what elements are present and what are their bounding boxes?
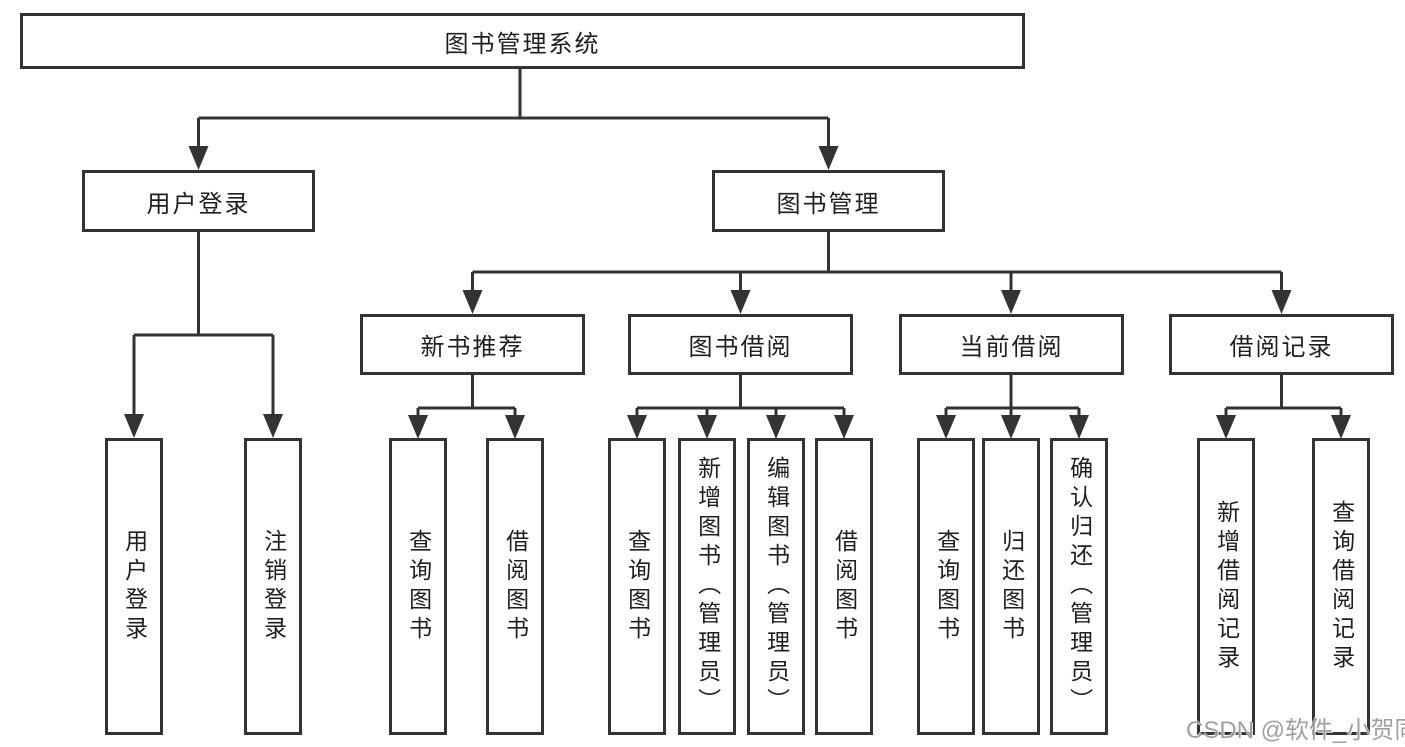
node-book-borrow-label: 图书借阅 (688, 334, 793, 361)
connector-root-to-level2 (197, 69, 830, 148)
node-current-borrow-label: 当前借阅 (959, 334, 1064, 361)
node-root: 图书管理系统 (20, 13, 1025, 69)
node-borrow-record: 借阅记录 (1169, 314, 1394, 375)
node-leaf-add-book-label: 新增图书（管理员） (694, 456, 721, 717)
connector-book-mgmt-to-level3 (471, 232, 1283, 292)
arrowheads-book-mgmt-to-level3 (462, 290, 1292, 314)
node-leaf-query-book-c-label: 查询图书 (933, 528, 960, 645)
arrowheads-new-book-rec-to-leaves (408, 415, 525, 439)
node-leaf-logout-label: 注销登录 (260, 528, 287, 645)
node-leaf-borrow-book-b: 借阅图书 (815, 438, 873, 735)
node-leaf-query-book-b-label: 查询图书 (624, 528, 651, 645)
node-leaf-query-record-label: 查询借阅记录 (1328, 499, 1355, 674)
node-leaf-borrow-book-a-label: 借阅图书 (502, 528, 529, 645)
node-leaf-confirm-return-label: 确认归还（管理员） (1066, 456, 1093, 717)
connector-borrow-record-to-leaves (1224, 375, 1343, 416)
node-book-borrow: 图书借阅 (628, 314, 853, 375)
node-leaf-query-book-a-label: 查询图书 (405, 528, 432, 645)
node-leaf-query-book-b: 查询图书 (608, 438, 666, 735)
arrowheads-borrow-record-to-leaves (1216, 415, 1351, 439)
node-leaf-query-record: 查询借阅记录 (1312, 438, 1370, 735)
node-user-login-label: 用户登录 (146, 190, 251, 218)
node-user-login: 用户登录 (82, 170, 315, 232)
node-leaf-borrow-book-a: 借阅图书 (486, 438, 544, 735)
node-leaf-logout: 注销登录 (244, 438, 302, 735)
node-current-borrow: 当前借阅 (899, 314, 1124, 375)
node-leaf-user-login: 用户登录 (105, 438, 163, 735)
node-book-mgmt: 图书管理 (712, 170, 945, 232)
node-leaf-user-login-label: 用户登录 (121, 528, 148, 645)
node-leaf-query-book-a: 查询图书 (389, 438, 447, 735)
node-leaf-add-record-label: 新增借阅记录 (1213, 499, 1240, 674)
node-leaf-add-book: 新增图书（管理员） (678, 438, 736, 735)
node-leaf-return-book-label: 归还图书 (998, 528, 1025, 645)
node-leaf-query-book-c: 查询图书 (917, 438, 975, 735)
arrowheads-current-borrow-to-leaves (936, 415, 1089, 439)
connector-new-book-rec-to-leaves (416, 375, 517, 416)
arrowheads-root-to-level2 (188, 146, 839, 170)
node-new-book-rec: 新书推荐 (360, 314, 585, 375)
node-new-book-rec-label: 新书推荐 (420, 334, 525, 361)
node-borrow-record-label: 借阅记录 (1229, 334, 1334, 361)
connector-book-borrow-to-leaves (635, 375, 846, 416)
node-leaf-borrow-book-b-label: 借阅图书 (831, 528, 858, 645)
arrowheads-user-login-to-leaves (124, 414, 283, 438)
node-book-mgmt-label: 图书管理 (776, 190, 881, 218)
node-leaf-confirm-return: 确认归还（管理员） (1050, 438, 1108, 735)
connector-current-borrow-to-leaves (944, 375, 1081, 416)
arrowheads-book-borrow-to-leaves (627, 415, 854, 439)
node-leaf-edit-book-label: 编辑图书（管理员） (763, 456, 790, 717)
node-leaf-return-book: 归还图书 (982, 438, 1040, 735)
node-root-label: 图书管理系统 (444, 30, 601, 58)
node-leaf-add-record: 新增借阅记录 (1197, 438, 1255, 735)
node-leaf-edit-book: 编辑图书（管理员） (747, 438, 805, 735)
connector-user-login-to-leaves (132, 232, 275, 415)
